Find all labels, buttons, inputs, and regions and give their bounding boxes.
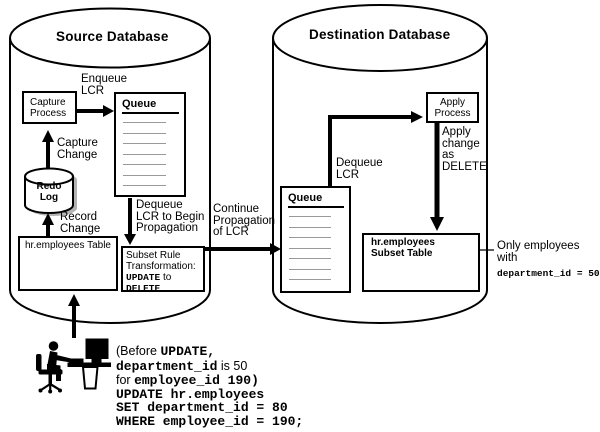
dequeue-begin-propagation-label: Dequeue LCR to Begin Propagation [136, 199, 205, 234]
sql-code: department_id [116, 358, 218, 374]
queue-entry-line [289, 247, 331, 249]
subset-table-label: hr.employees Subset Table [371, 237, 435, 259]
queue-entry-line [289, 279, 331, 280]
sql-text: for [116, 373, 135, 388]
capture-process-label: Capture Process [30, 97, 67, 119]
queue-entry-line [123, 132, 166, 134]
user-update-arrow [68, 294, 80, 338]
subset-table-box: hr.employees Subset Table [362, 233, 480, 292]
user-at-computer-icon [36, 338, 111, 394]
sql-code: employee_id 190) [134, 373, 259, 389]
continue-propagation-label: Continue Propagation of LCR [213, 203, 276, 238]
update-keyword: UPDATE [126, 272, 161, 283]
dequeue-lcr-label: Dequeue LCR [336, 157, 383, 181]
apply-change-arrow [430, 123, 444, 231]
sql-line: (Before UPDATE, [116, 344, 303, 359]
source-db-title: Source Database [56, 29, 169, 44]
subset-rule-to: to [160, 272, 172, 283]
sql-line: UPDATE hr.employees [116, 386, 265, 402]
subset-rule-line3: UPDATE to [126, 272, 203, 283]
queue-entry-line [289, 216, 331, 217]
subset-rule-line4: DELETE [126, 283, 203, 294]
destination-queue-title: Queue [288, 192, 323, 204]
capture-process-box: Capture Process [22, 91, 77, 124]
source-queue-title: Queue [122, 98, 157, 110]
source-queue-box: Queue [114, 92, 186, 197]
sql-line: WHERE employee_id = 190; [116, 413, 304, 429]
queue-entry-line [123, 185, 166, 186]
sql-text: (Before [116, 344, 161, 358]
only-employees-note: Only employees with [497, 240, 580, 264]
queue-entry-line [289, 226, 331, 228]
apply-process-box: Apply Process [426, 92, 479, 123]
redo-log-label: Redo Log [36, 181, 62, 203]
queue-entry-line [123, 122, 166, 123]
dequeue-dest-arrow [328, 111, 423, 187]
hr-employees-table-label: hr.employees Table [25, 240, 111, 251]
queue-entry-line [123, 153, 166, 155]
queue-entry-line [289, 237, 331, 238]
hr-employees-table-box: hr.employees Table [18, 236, 118, 291]
dequeue-begin-arrow [124, 198, 136, 245]
destination-db-title: Destination Database [309, 27, 451, 42]
continue-propagation-arrow [203, 243, 281, 255]
queue-entry-line [123, 164, 166, 165]
capture-change-label: Capture Change [57, 137, 98, 161]
sql-line: SET department_id = 80 [116, 400, 288, 416]
queue-entry-line [123, 143, 166, 144]
queue-title-rule [288, 206, 344, 208]
queue-entry-line [289, 258, 331, 259]
subset-rule-line2: Transformation: [126, 261, 196, 272]
destination-queue-box: Queue [280, 186, 351, 293]
delete-keyword: DELETE [126, 283, 161, 294]
subset-rule-line1: Subset Rule [126, 250, 181, 261]
enqueue-lcr-label: Enqueue LCR [81, 73, 128, 97]
redo-log-cylinder [24, 167, 77, 216]
record-change-arrow [42, 213, 54, 236]
queue-entry-line [289, 268, 331, 270]
record-change-label: Record Change [60, 211, 101, 235]
subset-rule-transformation-box: Subset Rule Transformation: UPDATE to DE… [121, 246, 205, 294]
queue-title-rule [122, 112, 179, 114]
department-filter-code: department_id = 50 [497, 268, 600, 279]
sql-text: is 50 [217, 358, 248, 373]
apply-change-delete-label: Apply change as DELETE [442, 126, 487, 173]
sql-line: for employee_id 190) [116, 373, 303, 388]
sql-annotation-block: (Before UPDATE, department_id is 50 for … [116, 344, 303, 429]
apply-process-label: Apply Process [434, 97, 471, 119]
capture-change-arrow [42, 130, 54, 168]
queue-entry-line [123, 174, 166, 176]
enqueue-arrow [77, 105, 114, 117]
sql-code: UPDATE, [160, 344, 216, 359]
sql-line: department_id is 50 [116, 359, 303, 374]
